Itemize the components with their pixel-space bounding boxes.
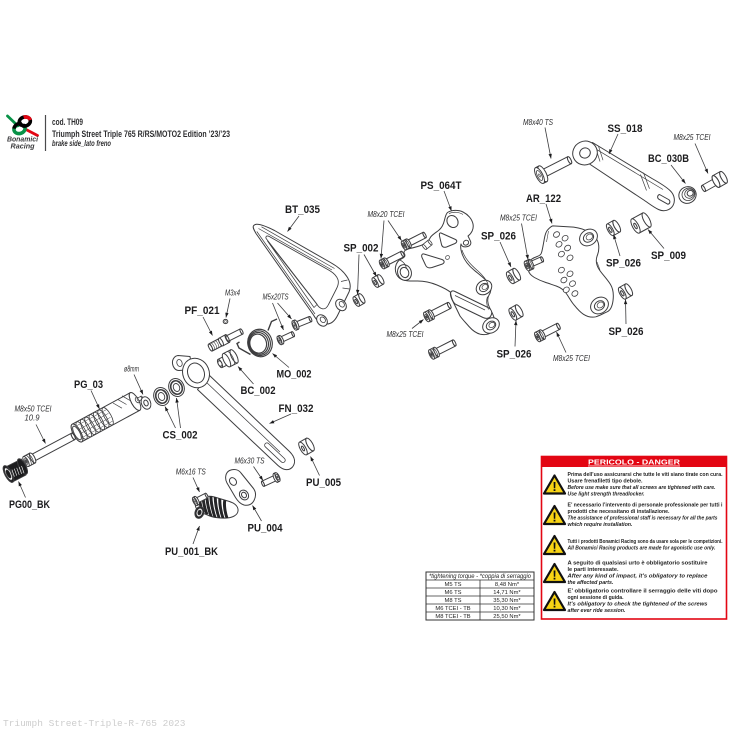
- svg-text:M6x30 TS: M6x30 TS: [235, 456, 266, 465]
- svg-text:!: !: [552, 568, 556, 583]
- svg-text:8,48 Nm*: 8,48 Nm*: [495, 582, 520, 588]
- svg-text:PERICOLO - DANGER: PERICOLO - DANGER: [588, 458, 681, 467]
- svg-text:After any kind of impact, it’s: After any kind of impact, it’s obligator…: [566, 573, 707, 579]
- svg-text:the affected parts.: the affected parts.: [568, 580, 614, 586]
- svg-text:Prima dell’uso assicurarsi che: Prima dell’uso assicurarsi che tutte le …: [568, 472, 723, 478]
- svg-text:SP_002: SP_002: [344, 242, 379, 254]
- svg-text:PG00_BK: PG00_BK: [9, 499, 50, 511]
- svg-text:PU_005: PU_005: [306, 477, 341, 489]
- svg-text:BC_002: BC_002: [241, 385, 276, 397]
- svg-text:Tutti i prodotti Bonamici Raci: Tutti i prodotti Bonamici Racing sono da…: [568, 539, 723, 545]
- svg-text:The assistance of professional: The assistance of professional staff is …: [568, 515, 718, 521]
- svg-text:It’s obligatory to check the t: It’s obligatory to check the tightened o…: [568, 601, 708, 607]
- svg-text:M8x40 TS: M8x40 TS: [523, 118, 554, 127]
- svg-text:ogni sessione di guida.: ogni sessione di guida.: [568, 595, 624, 601]
- svg-text:M8x25 TCEI: M8x25 TCEI: [387, 330, 425, 339]
- svg-text:M6 TCEI - TB: M6 TCEI - TB: [435, 606, 470, 612]
- svg-text:10,30 Nm*: 10,30 Nm*: [493, 606, 521, 612]
- svg-text:PG_03: PG_03: [74, 379, 103, 391]
- svg-text:Use light strength threadlocke: Use light strength threadlocker.: [568, 491, 645, 497]
- svg-text:*tightening torque - *coppia d: *tightening torque - *coppia di serraggi…: [429, 573, 531, 580]
- svg-text:le parti interessate.: le parti interessate.: [568, 567, 619, 573]
- svg-text:Triumph Street-Triple-R-765 20: Triumph Street-Triple-R-765 2023: [3, 718, 186, 729]
- svg-text:after ever ride session.: after ever ride session.: [568, 608, 626, 614]
- svg-text:PU_001_BK: PU_001_BK: [165, 546, 218, 558]
- svg-text:SP_026: SP_026: [481, 230, 516, 242]
- svg-text:brake side_lato freno: brake side_lato freno: [52, 139, 111, 148]
- svg-text:Usare frenafiletti tipo debole: Usare frenafiletti tipo debole.: [568, 479, 643, 485]
- svg-text:MO_002: MO_002: [277, 368, 312, 380]
- svg-text:prodotti che necessitano di in: prodotti che necessitano di installazion…: [568, 509, 670, 515]
- svg-text:Triumph Street Triple 765 R/RS: Triumph Street Triple 765 R/RS/MOTO2 Edi…: [52, 129, 230, 139]
- svg-text:14,71 Nm*: 14,71 Nm*: [493, 590, 521, 596]
- svg-text:AR_122: AR_122: [526, 193, 561, 205]
- svg-text:!: !: [552, 479, 556, 494]
- svg-text:M8x50 TCEI: M8x50 TCEI: [15, 404, 53, 413]
- svg-text:M8x25 TCEI: M8x25 TCEI: [500, 213, 538, 222]
- svg-text:CS_002: CS_002: [163, 429, 198, 441]
- svg-text:35,30 Nm*: 35,30 Nm*: [493, 598, 521, 604]
- svg-text:10.9: 10.9: [25, 413, 41, 422]
- svg-text:M8 TS: M8 TS: [445, 598, 462, 604]
- svg-text:SP_026: SP_026: [606, 257, 641, 269]
- svg-text:PS_064T: PS_064T: [421, 180, 462, 192]
- svg-text:SS_018: SS_018: [608, 123, 643, 135]
- svg-text:M5x20TS: M5x20TS: [263, 292, 290, 301]
- svg-text:M3x4: M3x4: [225, 288, 240, 297]
- svg-text:All Bonamici Racing products a: All Bonamici Racing products are made fo…: [567, 545, 716, 551]
- svg-text:M6x16 TS: M6x16 TS: [176, 467, 207, 476]
- svg-text:E’ obbligatorio controllare il: E’ obbligatorio controllare il serraggio…: [568, 589, 719, 595]
- svg-text:25,50 Nm*: 25,50 Nm*: [493, 614, 521, 620]
- svg-text:PU_004: PU_004: [248, 522, 284, 534]
- svg-text:SP_026: SP_026: [609, 326, 644, 338]
- svg-text:!: !: [552, 596, 556, 611]
- svg-text:Racing: Racing: [11, 142, 36, 151]
- svg-text:cod. TH09: cod. TH09: [52, 117, 83, 127]
- svg-text:BT_035: BT_035: [285, 204, 320, 216]
- svg-text:A seguito di qualsiasi urto è: A seguito di qualsiasi urto è obbligator…: [568, 561, 708, 567]
- svg-text:BC_030B: BC_030B: [648, 153, 689, 165]
- svg-text:PF_021: PF_021: [185, 305, 220, 317]
- svg-text:SP_009: SP_009: [651, 250, 686, 262]
- svg-text:which require installation.: which require installation.: [568, 522, 633, 528]
- svg-text:M8x20 TCEI: M8x20 TCEI: [368, 210, 406, 219]
- svg-text:ø8mm: ø8mm: [124, 364, 139, 373]
- svg-text:M8x25 TCEI: M8x25 TCEI: [674, 133, 712, 142]
- svg-text:M8x25 TCEI: M8x25 TCEI: [553, 354, 591, 363]
- svg-text:M5 TS: M5 TS: [445, 582, 462, 588]
- svg-text:M8 TCEI - TB: M8 TCEI - TB: [435, 614, 470, 620]
- svg-text:Before use make sure that all: Before use make sure that all screws are…: [568, 485, 716, 491]
- svg-text:SP_026: SP_026: [497, 348, 532, 360]
- svg-text:FN_032: FN_032: [279, 403, 314, 415]
- svg-text:!: !: [552, 510, 556, 525]
- svg-text:!: !: [552, 540, 556, 555]
- svg-text:E’ necessario l’intervento di: E’ necessario l’intervento di personale …: [568, 503, 723, 509]
- svg-text:M6 TS: M6 TS: [445, 590, 462, 596]
- svg-text:Bonamici: Bonamici: [7, 135, 39, 144]
